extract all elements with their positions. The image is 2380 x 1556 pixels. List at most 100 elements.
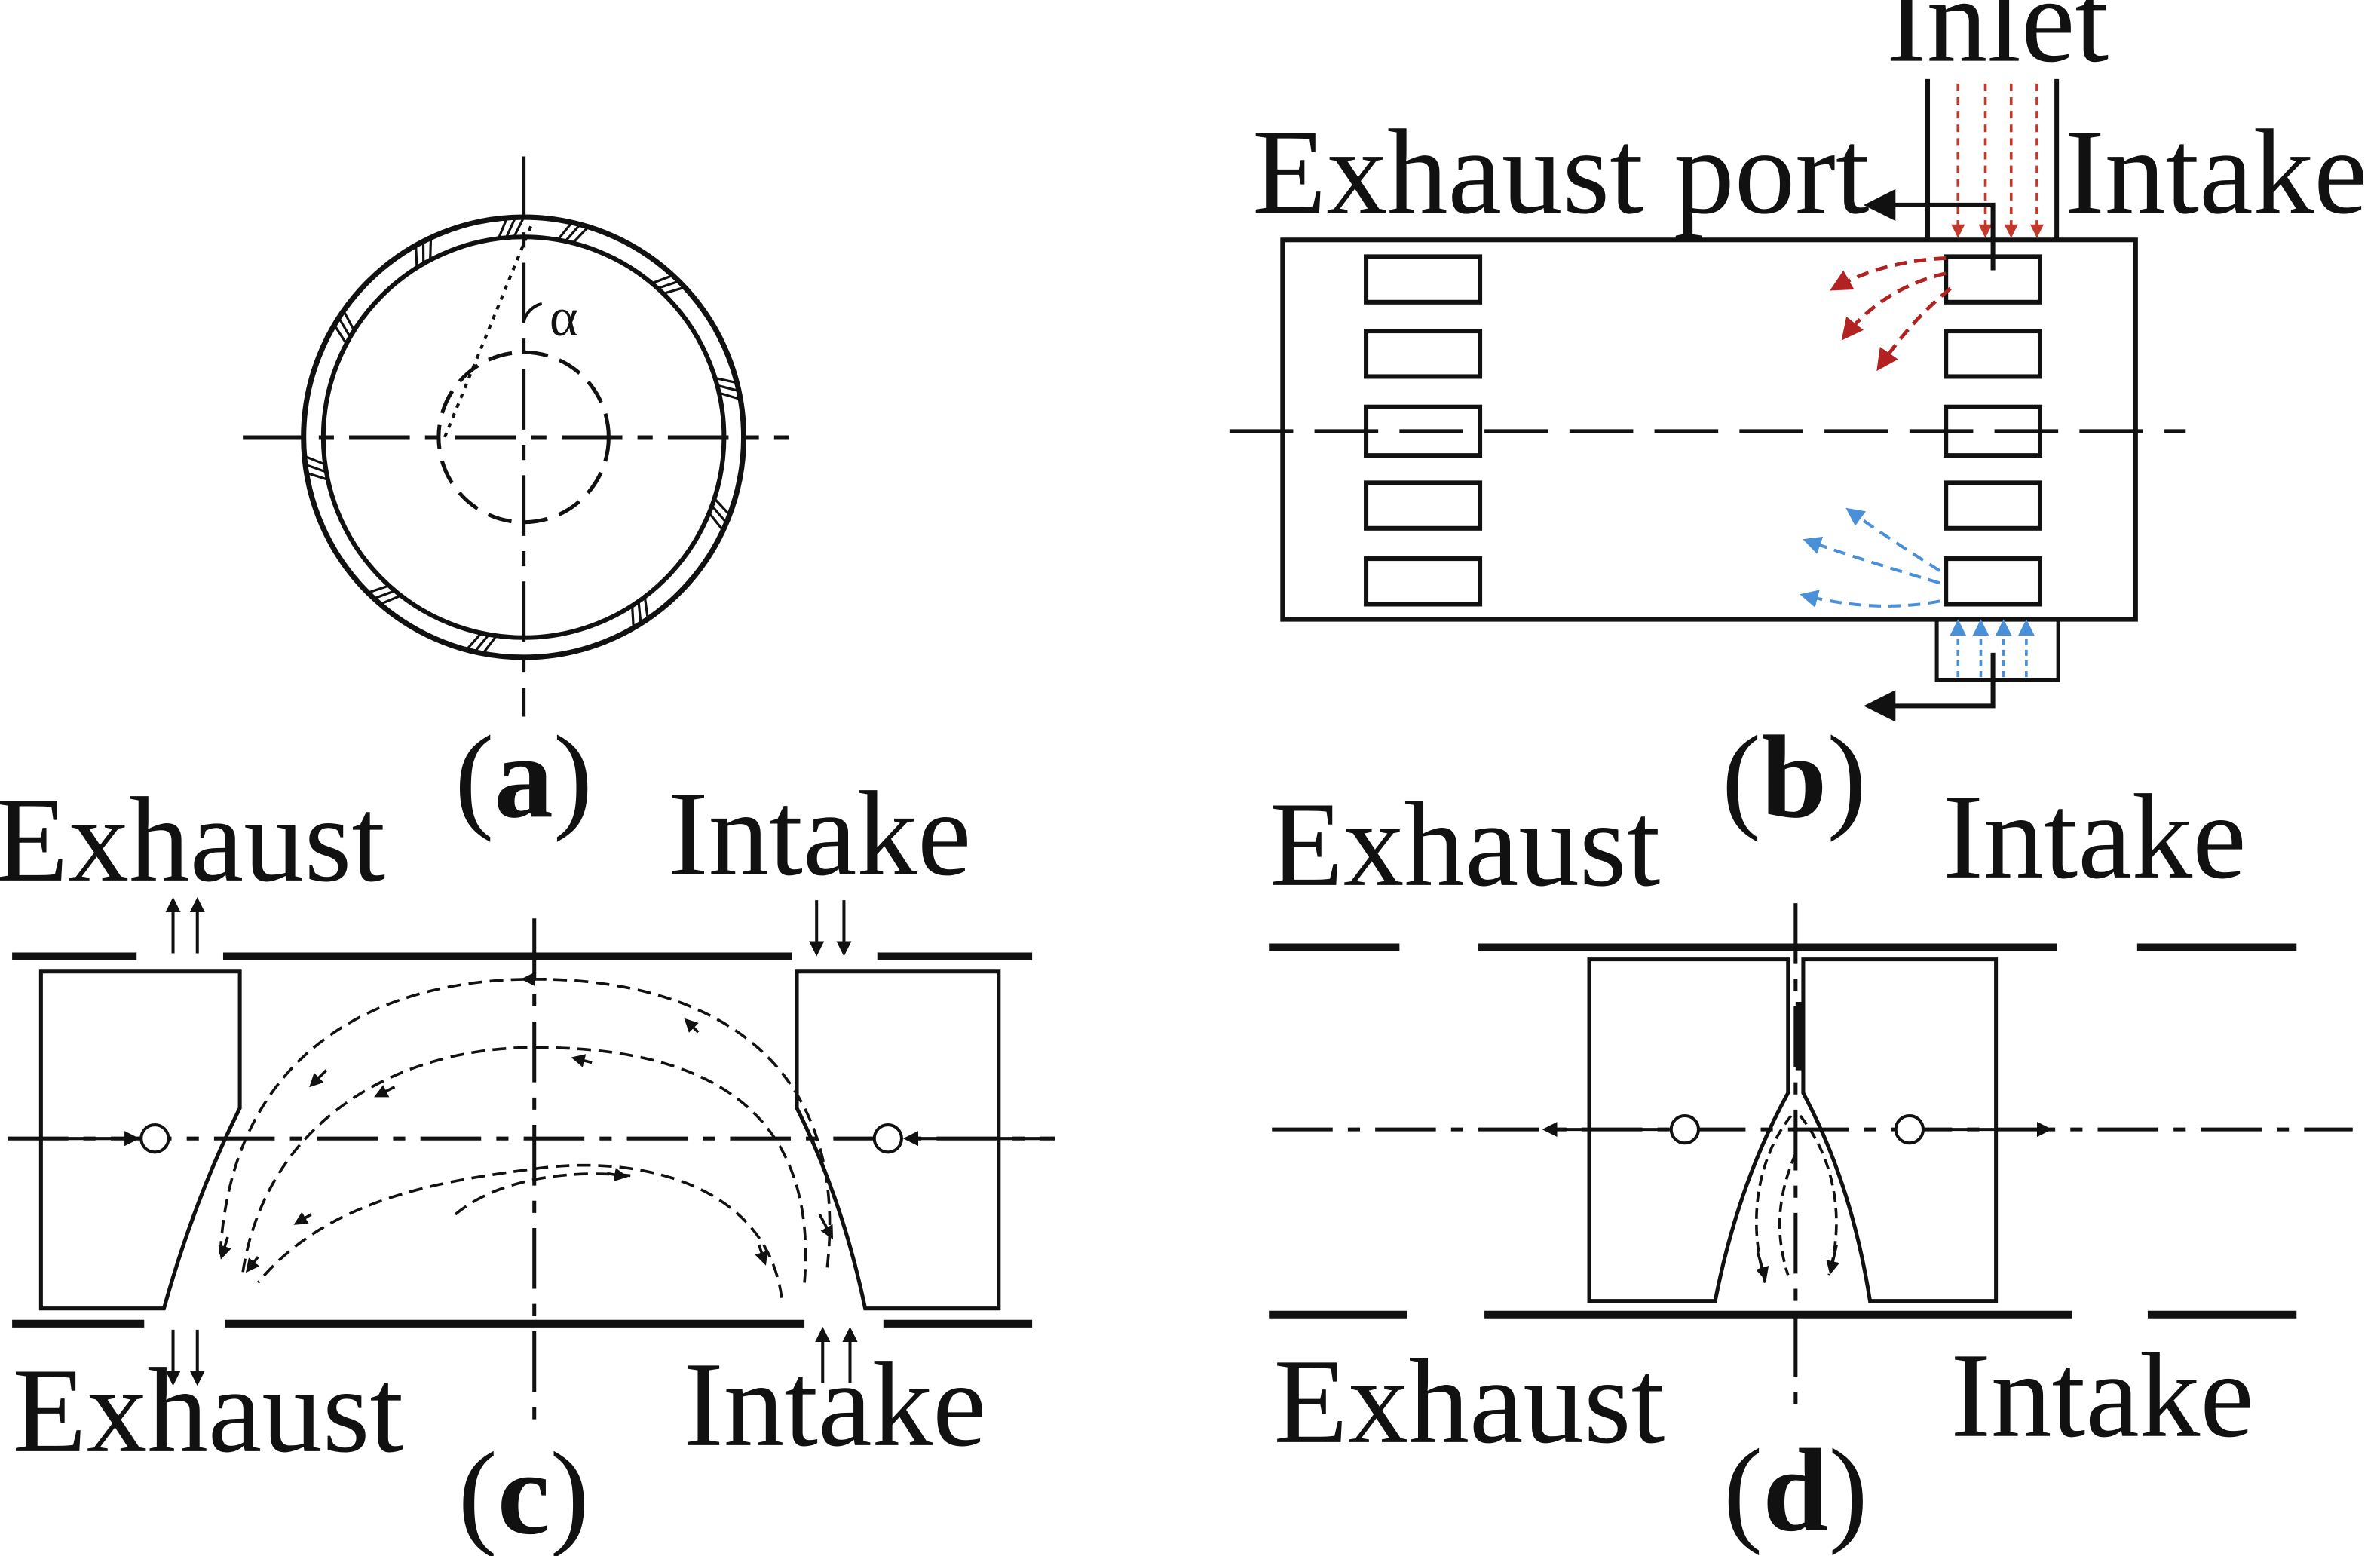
loop-flow-arc xyxy=(256,1163,783,1298)
swirl-arrow xyxy=(1800,590,1940,608)
exhaust-port xyxy=(1364,329,1483,379)
port-hatch-line xyxy=(473,633,490,653)
flow-arrowhead xyxy=(374,1085,396,1098)
flow-arrowhead xyxy=(1755,1251,1769,1281)
angle-arc xyxy=(522,302,543,323)
flow-arrowhead xyxy=(293,1211,312,1225)
bottom-flow-arrows xyxy=(1950,619,2035,678)
port-hatch-line xyxy=(718,391,741,401)
exhaust-port xyxy=(1364,404,1483,458)
exhaust-label-top: Exhaust xyxy=(0,772,385,907)
port-hatch-line xyxy=(643,596,649,620)
port-hatch-line xyxy=(651,274,674,285)
piston-pin-right xyxy=(1894,1113,1925,1145)
piston-pin-left xyxy=(1669,1113,1700,1145)
swirl-arrow xyxy=(1841,271,1947,341)
flow-arrowhead xyxy=(818,1213,834,1240)
port-hatch-line xyxy=(657,280,680,290)
swirl-arrow xyxy=(1845,507,1941,572)
loop-flow-arc xyxy=(219,977,832,1268)
port-hatch-line xyxy=(373,590,396,600)
intake-label-bottom: Intake xyxy=(1950,1328,2253,1463)
intake-label-top: Intake xyxy=(1943,769,2246,904)
angle-reference-line xyxy=(443,221,535,438)
port-hatch-line xyxy=(571,225,590,244)
loop-flow-arc xyxy=(454,1172,638,1216)
exhaust-port xyxy=(1364,480,1483,531)
port-hatch-line xyxy=(367,584,390,594)
exhaust-ports xyxy=(1364,254,1483,607)
exhaust-port-label: Exhaust port xyxy=(1252,104,1870,239)
port-hatch-line xyxy=(333,324,348,345)
port-hatches xyxy=(304,216,741,654)
bottom-duct xyxy=(1934,617,2060,682)
flow-arrowhead xyxy=(755,1244,768,1266)
inlet-flow-arrows xyxy=(1951,83,2045,238)
port-hatch-line xyxy=(304,455,326,466)
port-hatch-line xyxy=(342,310,356,332)
port-hatch-line xyxy=(637,601,642,624)
flow-arrowhead xyxy=(607,1168,629,1182)
port-hatch-line xyxy=(379,594,402,605)
panel-c-loop-scavenging: Exhaust Intake Exhaust Intake (c xyxy=(0,766,1055,1556)
swirl-flow-top xyxy=(1830,256,1952,372)
port-hatch-line xyxy=(338,317,351,338)
flow-arrowhead xyxy=(218,1236,231,1260)
angle-label: α xyxy=(550,286,578,348)
panel-d-opposed-piston: Exhaust Intake Exhaust Intake (d) xyxy=(1269,769,2353,1556)
port-hatch-line xyxy=(556,222,573,241)
port-hatch-line xyxy=(711,504,727,524)
rotation-arrow-bottom xyxy=(1864,652,1996,722)
port-hatch-line xyxy=(414,245,418,268)
port-hatch-line xyxy=(713,498,731,516)
piston-right xyxy=(1801,957,1999,1303)
uniflow-scavenging-flow xyxy=(1754,1001,1840,1283)
port-hatch-line xyxy=(716,384,740,393)
piston-left xyxy=(1587,957,1790,1303)
piston-left xyxy=(38,969,242,1311)
intake-port xyxy=(1944,404,2043,458)
rotation-arrow-top xyxy=(1864,188,1996,271)
loop-flow-arc xyxy=(241,1046,807,1283)
port-hatch-line xyxy=(630,605,635,629)
port-hatch-line xyxy=(482,635,498,654)
port-hatch-line xyxy=(306,471,329,481)
port-hatch-line xyxy=(715,376,737,384)
intake-port xyxy=(1944,480,2043,531)
flow-arrowhead xyxy=(684,1018,700,1034)
panel-a-cross-section: α (a) xyxy=(243,156,789,842)
flow-path xyxy=(1754,1114,1793,1283)
loop-scavenging-flow xyxy=(218,972,834,1298)
swirl-flow-bottom xyxy=(1800,507,1941,608)
exhaust-label-top: Exhaust xyxy=(1269,776,1660,911)
intake-port xyxy=(1944,556,2043,607)
flow-arrowhead xyxy=(1826,1244,1840,1275)
swirl-arrow xyxy=(1803,536,1940,585)
intake-port-label: Intake port xyxy=(2064,104,2380,239)
exhaust-label-bottom: Exhaust xyxy=(12,1343,403,1478)
intake-label-top: Intake xyxy=(668,766,971,901)
flow-path xyxy=(1778,1153,1797,1276)
port-hatch-line xyxy=(465,632,482,651)
piston-pin-left xyxy=(139,1123,170,1154)
intake-label-bottom: Intake xyxy=(683,1337,986,1472)
exhaust-label-bottom: Exhaust xyxy=(1274,1334,1665,1469)
port-hatch-line xyxy=(663,286,685,296)
piston-pin-right xyxy=(872,1123,903,1154)
inlet-label: Inlet xyxy=(1886,0,2109,87)
port-hatch-line xyxy=(504,216,517,238)
caption-c: (c) xyxy=(458,1428,589,1556)
swirl-arrow xyxy=(1830,256,1947,291)
caption-a: (a) xyxy=(455,711,593,842)
caption-d: (d) xyxy=(1723,1425,1868,1556)
intake-port xyxy=(1944,329,2043,379)
port-hatch-line xyxy=(513,216,525,238)
port-hatch-line xyxy=(564,223,581,243)
flow-path xyxy=(1799,1114,1838,1276)
swirl-arrow xyxy=(1876,286,1952,372)
port-hatch-line xyxy=(497,217,509,239)
port-hatch-line xyxy=(708,512,724,531)
panel-b-top-view: Inlet Exhaust port Intake port xyxy=(1229,0,2380,842)
flow-arrowhead xyxy=(571,1054,593,1067)
